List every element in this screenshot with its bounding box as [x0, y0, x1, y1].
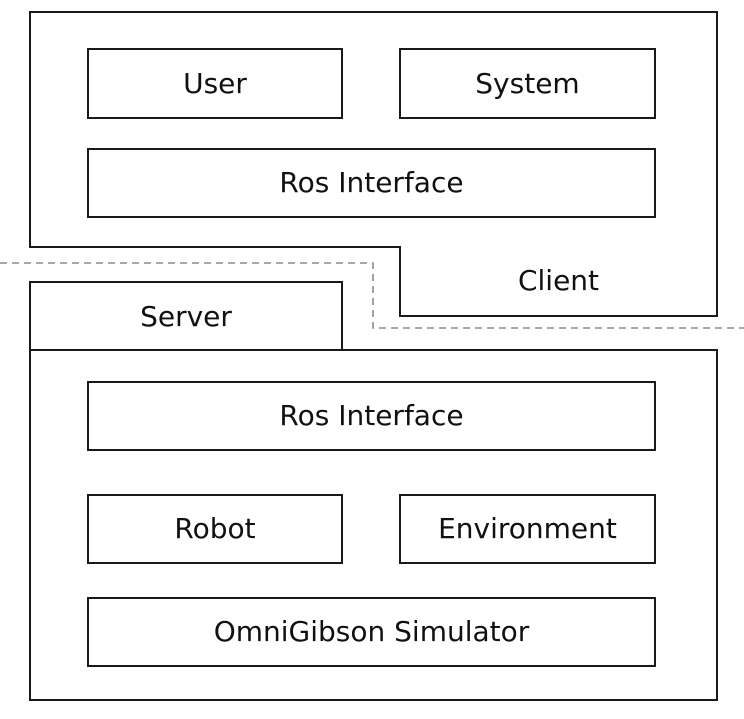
client-ros-interface-box: Ros Interface — [87, 148, 656, 218]
user-label: User — [183, 66, 247, 100]
server-label-tab: Server — [29, 281, 343, 351]
client-label: Client — [517, 263, 600, 297]
client-ros-interface-label: Ros Interface — [279, 166, 464, 199]
simulator-box: OmniGibson Simulator — [87, 597, 656, 667]
server-ros-interface-label: Ros Interface — [279, 399, 464, 432]
environment-label: Environment — [438, 512, 617, 545]
user-box: User — [87, 48, 343, 119]
client-label-tab: Client — [399, 246, 718, 317]
robot-label: Robot — [174, 512, 256, 545]
system-label: System — [475, 66, 580, 100]
robot-box: Robot — [87, 494, 343, 564]
environment-box: Environment — [399, 494, 656, 564]
simulator-label: OmniGibson Simulator — [213, 615, 530, 648]
server-label: Server — [140, 300, 232, 333]
system-box: System — [399, 48, 656, 119]
server-ros-interface-box: Ros Interface — [87, 381, 656, 451]
